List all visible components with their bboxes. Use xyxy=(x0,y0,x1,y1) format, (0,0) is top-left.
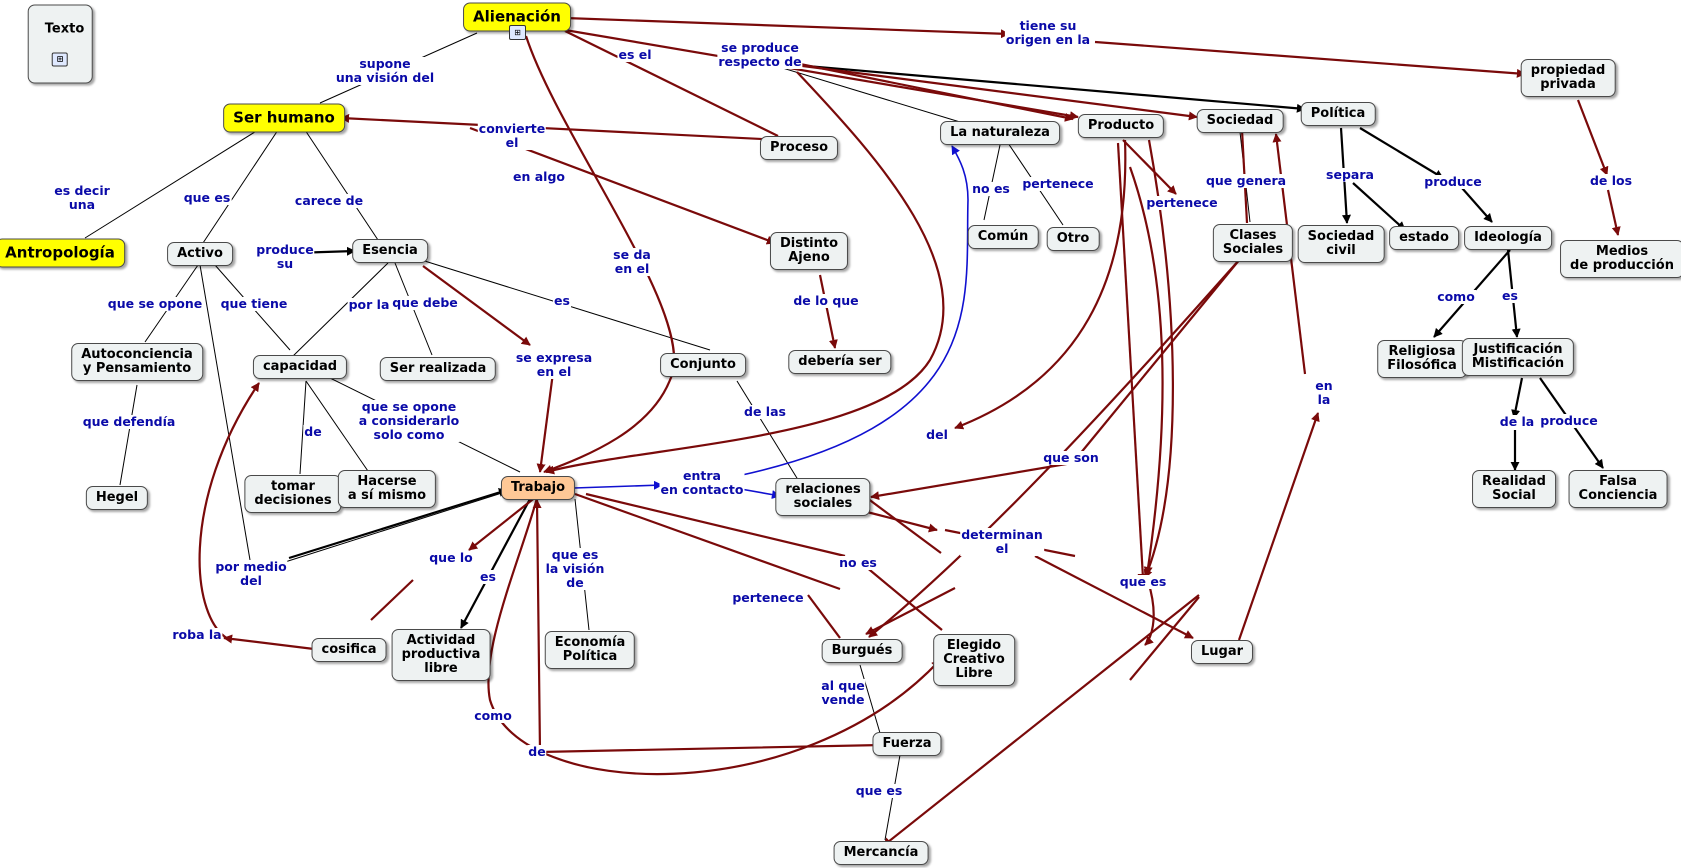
node-distinto-ajeno[interactable]: Distinto Ajeno xyxy=(769,232,849,270)
node-clases-sociales[interactable]: Clases Sociales xyxy=(1212,224,1294,262)
node-proceso[interactable]: Proceso xyxy=(759,136,839,160)
node-activo[interactable]: Activo xyxy=(167,242,233,266)
link-label[interactable]: pertenece xyxy=(1145,195,1219,210)
node-propiedad-privada[interactable]: propiedad privada xyxy=(1520,59,1616,97)
link-label[interactable]: pertenece xyxy=(1021,176,1095,191)
sitemap-icon[interactable]: ⊞ xyxy=(52,52,68,67)
link-label[interactable]: no es xyxy=(971,181,1011,196)
link-label[interactable]: pertenece xyxy=(731,590,805,605)
node-otro[interactable]: Otro xyxy=(1046,227,1100,251)
link-label[interactable]: tiene su origen en la xyxy=(1004,18,1092,47)
link-label[interactable]: es el xyxy=(617,47,653,62)
node-economia-politica[interactable]: Economía Política xyxy=(544,631,636,669)
link-label[interactable]: que es xyxy=(1118,574,1168,589)
link-label[interactable]: de lo que xyxy=(792,293,860,308)
link-label[interactable]: del xyxy=(925,427,949,442)
link-label[interactable]: que son xyxy=(1042,450,1100,465)
link-label[interactable]: se expresa en el xyxy=(514,350,594,379)
link-label[interactable]: se da en el xyxy=(612,247,652,276)
node-trabajo[interactable]: Trabajo xyxy=(500,476,576,500)
link-label[interactable]: que genera xyxy=(1204,173,1288,188)
node-capacidad[interactable]: capacidad xyxy=(252,355,348,379)
node-hegel[interactable]: Hegel xyxy=(85,486,149,510)
link-label[interactable]: supone una visión del xyxy=(334,56,436,85)
link-label[interactable]: es decir una xyxy=(53,183,111,212)
link-label[interactable]: que tiene xyxy=(219,296,289,311)
link-label[interactable]: de los xyxy=(1588,173,1634,188)
node-falsa-conciencia[interactable]: Falsa Conciencia xyxy=(1568,470,1668,508)
node-estado[interactable]: estado xyxy=(1389,226,1459,250)
link-label[interactable]: como xyxy=(473,708,513,723)
node-politica[interactable]: Política xyxy=(1300,102,1376,126)
link-label[interactable]: se produce respecto de xyxy=(717,40,803,69)
link-label[interactable]: determinan el xyxy=(960,527,1044,556)
node-antropologia[interactable]: Antropología xyxy=(0,238,125,268)
link-label[interactable]: de xyxy=(527,744,547,759)
node-ser-realizada[interactable]: Ser realizada xyxy=(379,357,497,381)
link-label[interactable]: que es xyxy=(182,190,232,205)
link-label[interactable]: que se opone xyxy=(106,296,204,311)
link-label[interactable]: como xyxy=(1436,289,1476,304)
link-label[interactable]: en la xyxy=(1314,378,1334,407)
link-label[interactable]: produce xyxy=(1539,413,1599,428)
link-label[interactable]: por la xyxy=(347,297,391,312)
link-label[interactable]: roba la xyxy=(171,627,223,642)
node-burgues[interactable]: Burgués xyxy=(821,639,903,663)
link-label[interactable]: de la xyxy=(1498,414,1536,429)
node-ser-humano[interactable]: Ser humano xyxy=(223,103,345,133)
node-tomar-decisiones[interactable]: tomar decisiones xyxy=(244,475,342,513)
node-sociedad-civil[interactable]: Sociedad civil xyxy=(1297,225,1385,263)
link-label[interactable]: en algo xyxy=(512,169,566,184)
node-conjunto[interactable]: Conjunto xyxy=(660,353,746,377)
node-texto-label: Texto xyxy=(44,21,85,37)
node-esencia[interactable]: Esencia xyxy=(352,239,428,263)
link-label[interactable]: que lo xyxy=(428,550,474,565)
node-fuerza[interactable]: Fuerza xyxy=(872,732,942,756)
node-religiosa-filosofica[interactable]: Religiosa Filosófica xyxy=(1377,340,1467,378)
node-cosifica[interactable]: cosifica xyxy=(311,638,387,662)
link-label[interactable]: es xyxy=(1501,288,1519,303)
link-label[interactable]: entra en contacto xyxy=(659,468,745,497)
node-medios-produccion[interactable]: Medios de producción xyxy=(1560,240,1681,278)
link-label[interactable]: produce xyxy=(1423,174,1483,189)
link-label[interactable]: que defendía xyxy=(81,414,177,429)
node-actividad-productiva[interactable]: Actividad productiva libre xyxy=(391,629,491,681)
link-label[interactable]: que debe xyxy=(391,295,459,310)
node-hacerse[interactable]: Hacerse a sí mismo xyxy=(337,470,437,508)
link-label[interactable]: que se opone a considerarlo solo como xyxy=(357,399,461,442)
node-lugar[interactable]: Lugar xyxy=(1190,640,1254,664)
link-label[interactable]: separa xyxy=(1325,167,1375,182)
node-producto[interactable]: Producto xyxy=(1077,114,1165,138)
node-mercancia[interactable]: Mercancía xyxy=(833,841,929,865)
link-label[interactable]: que es la visión de xyxy=(544,547,606,590)
node-la-naturaleza[interactable]: La naturaleza xyxy=(940,121,1060,145)
link-label[interactable]: de las xyxy=(743,404,787,419)
node-relaciones-sociales[interactable]: relaciones sociales xyxy=(775,478,871,516)
link-label[interactable]: por medio del xyxy=(214,559,288,588)
node-sociedad[interactable]: Sociedad xyxy=(1196,109,1284,133)
link-label[interactable]: convierte el xyxy=(477,121,547,150)
link-label[interactable]: es xyxy=(479,569,497,584)
node-ideologia[interactable]: Ideología xyxy=(1464,226,1552,250)
link-label[interactable]: es xyxy=(553,293,571,308)
node-elegido[interactable]: Elegido Creativo Libre xyxy=(933,634,1015,686)
link-label[interactable]: produce su xyxy=(255,242,315,271)
node-autoconciencia[interactable]: Autoconciencia y Pensamiento xyxy=(71,343,203,381)
node-texto[interactable]: Texto ⊞ xyxy=(27,4,93,84)
link-label[interactable]: carece de xyxy=(293,193,365,208)
node-comun[interactable]: Común xyxy=(967,225,1039,249)
link-label[interactable]: que es xyxy=(854,783,904,798)
sitemap-icon[interactable]: ⊞ xyxy=(509,25,526,40)
link-label[interactable]: no es xyxy=(838,555,878,570)
node-justificacion[interactable]: Justificación Mistificación xyxy=(1461,338,1575,376)
node-deberia-ser[interactable]: debería ser xyxy=(788,350,892,374)
node-realidad-social[interactable]: Realidad Social xyxy=(1472,470,1556,508)
link-label[interactable]: de xyxy=(303,424,323,439)
link-label[interactable]: al que vende xyxy=(820,678,866,707)
